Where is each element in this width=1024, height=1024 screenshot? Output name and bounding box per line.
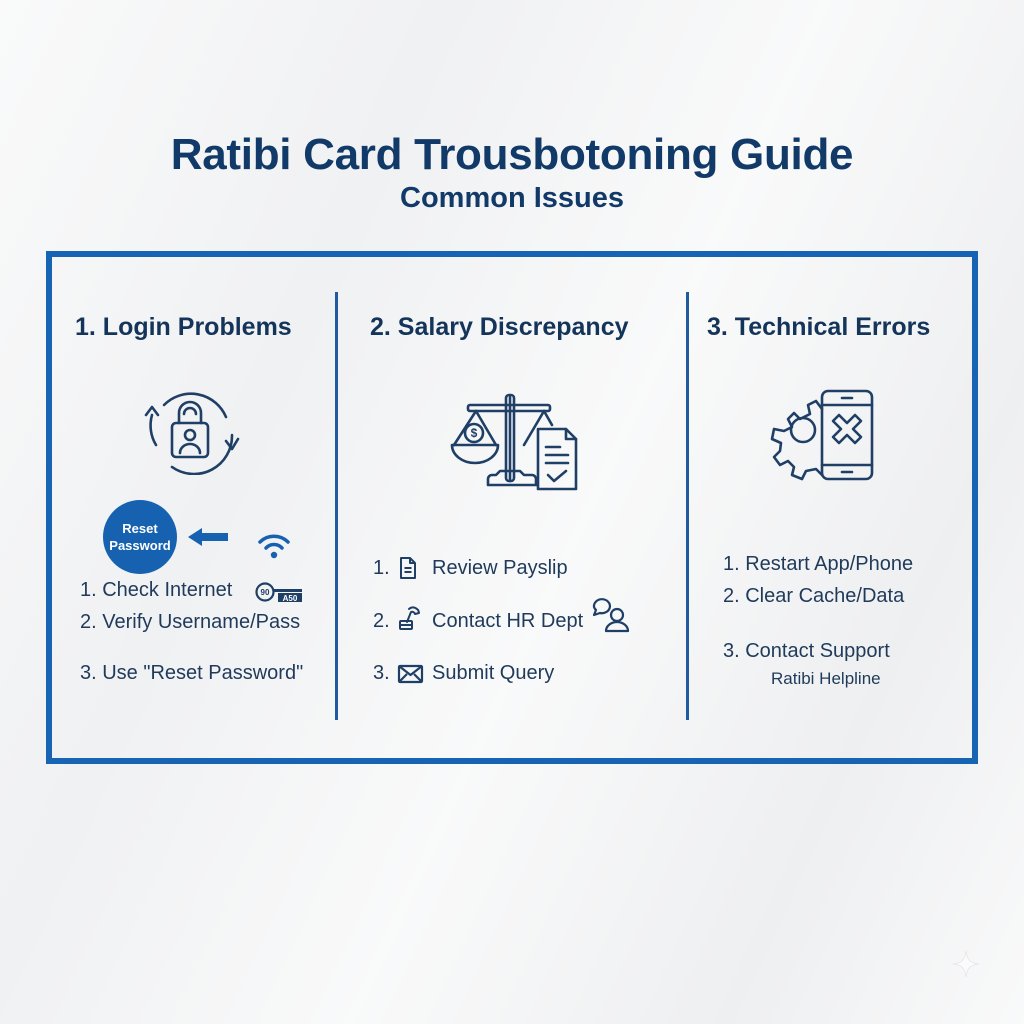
list-item: 1. Restart App/Phone <box>723 553 914 575</box>
reset-password-button[interactable]: Reset Password <box>103 500 177 574</box>
column-title-technical-errors: 3. Technical Errors <box>707 313 931 341</box>
guide-frame <box>46 251 978 764</box>
list-item: 3. Use "Reset Password" <box>80 662 304 684</box>
list-item-number: 1. <box>373 557 390 579</box>
scale-document-icon: $ <box>450 393 578 491</box>
list-item: Review Payslip <box>432 557 568 579</box>
column-divider <box>686 292 689 720</box>
document-icon <box>400 557 416 579</box>
column-title-salary-discrepancy: 2. Salary Discrepancy <box>370 313 629 341</box>
sparkle-icon <box>952 950 980 978</box>
gear-phone-error-icon <box>770 389 874 481</box>
svg-text:$: $ <box>471 426 478 440</box>
list-item: Submit Query <box>432 662 555 684</box>
wifi-icon <box>258 534 290 559</box>
key-icon: 90 A50 <box>255 582 302 603</box>
list-item: 3. Contact Support <box>723 640 890 662</box>
svg-text:90: 90 <box>261 588 270 597</box>
helpline-label: Ratibi Helpline <box>771 669 881 688</box>
phone-handset-icon <box>399 606 420 630</box>
lock-refresh-icon <box>144 392 240 475</box>
list-item: 2. Verify Username/Pass <box>80 611 301 633</box>
list-item: 1. Check Internet <box>80 579 233 601</box>
chat-user-icon <box>592 598 630 633</box>
page-subtitle: Common Issues <box>400 182 624 214</box>
svg-text:A50: A50 <box>283 594 298 603</box>
page-title: Ratibi Card Trousbotoning Guide <box>170 130 854 179</box>
arrow-left-icon <box>188 528 228 546</box>
list-item-number: 3. <box>373 662 390 684</box>
list-item: 2. Clear Cache/Data <box>723 585 905 607</box>
column-title-login-problems: 1. Login Problems <box>75 313 292 341</box>
envelope-icon <box>397 664 424 684</box>
column-divider <box>335 292 338 720</box>
list-item: Contact HR Dept <box>432 610 584 632</box>
list-item-number: 2. <box>373 610 390 632</box>
